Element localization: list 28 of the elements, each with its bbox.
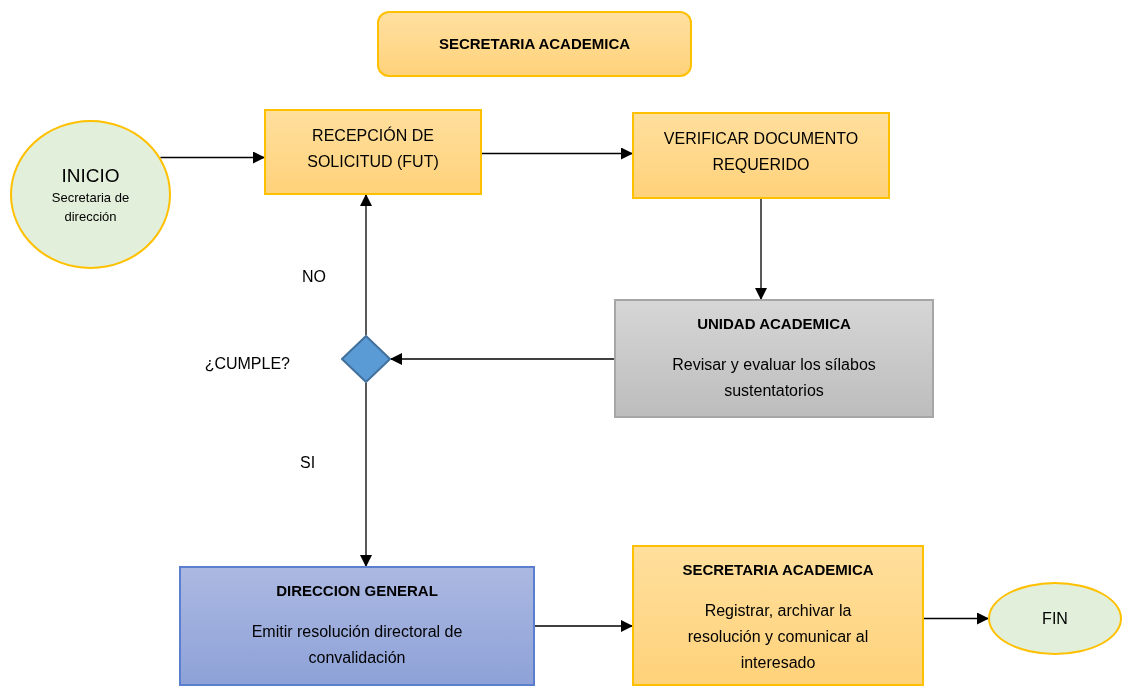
box-heading: UNIDAD ACADEMICA xyxy=(697,314,851,334)
arrow xyxy=(159,151,265,164)
step-label: VERIFICAR DOCUMENTO REQUERIDO xyxy=(662,129,860,175)
decision-diamond xyxy=(341,335,391,383)
process-box xyxy=(614,299,934,418)
end-label: FIN xyxy=(1042,608,1068,629)
start-label: INICIO xyxy=(61,163,120,188)
arrow xyxy=(534,620,633,632)
arrow xyxy=(481,147,633,160)
box-description: Registrar, archivar la resolución y comunicar al interesado xyxy=(686,600,870,673)
decision-question: ¿CUMPLE? xyxy=(203,354,290,374)
arrow xyxy=(390,353,615,365)
header-box xyxy=(377,11,692,77)
box-heading: DIRECCION GENERAL xyxy=(276,581,438,601)
process-box xyxy=(632,545,924,686)
arrow xyxy=(360,382,372,567)
header-title: SECRETARIA ACADEMICA xyxy=(438,33,631,54)
arrow xyxy=(923,612,989,625)
box-description: Emitir resolución directoral de convalidación xyxy=(250,621,464,668)
step-label: RECEPCIÓN DE SOLICITUD (FUT) xyxy=(306,125,440,172)
arrow xyxy=(755,198,767,300)
arrow xyxy=(360,194,372,336)
box-description: Revisar y evaluar los sílabos sustentatorios xyxy=(671,354,877,401)
process-box xyxy=(632,112,890,199)
start-sublabel: Secretaria de dirección xyxy=(50,188,131,226)
box-heading: SECRETARIA ACADEMICA xyxy=(682,560,874,580)
process-box xyxy=(264,109,482,195)
process-box xyxy=(179,566,535,686)
